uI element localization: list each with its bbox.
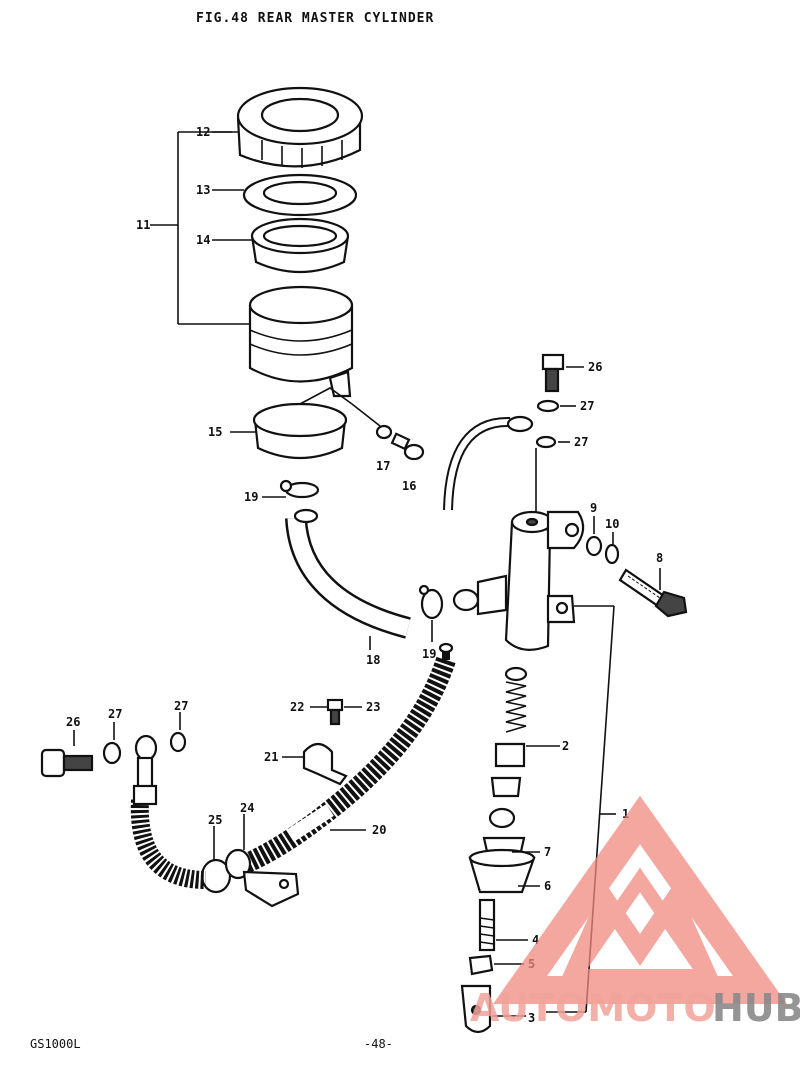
callout-27-upper-b: 27 xyxy=(574,435,588,449)
reservoir-holder-band xyxy=(252,387,353,460)
callout-19-lower: 19 xyxy=(422,647,436,661)
callout-8: 8 xyxy=(656,551,663,565)
callout-11: 11 xyxy=(136,218,150,232)
union-bolt-upper xyxy=(541,353,565,393)
callout-26-upper: 26 xyxy=(588,360,602,374)
lock-nut xyxy=(468,954,494,976)
reservoir-assembly-bracket xyxy=(150,131,252,325)
cap-plate xyxy=(242,173,358,217)
callout-23: 23 xyxy=(366,700,380,714)
model-code: GS1000L xyxy=(30,1037,81,1051)
union-bolt-lower xyxy=(40,748,94,778)
watermark-text-automoto: AUTOMOTO xyxy=(470,986,716,1030)
gasket-upper xyxy=(535,399,560,449)
piston-spring xyxy=(490,666,528,798)
cylinder-mounting-bolt xyxy=(618,568,688,618)
reservoir-cap xyxy=(236,86,364,168)
watermark-text-hub: HUB xyxy=(712,986,800,1030)
callout-9: 9 xyxy=(590,501,597,515)
hose-guide-clamp xyxy=(302,698,348,786)
watermark-logo xyxy=(492,795,788,1004)
reservoir-body xyxy=(248,285,354,398)
upper-brake-pipe xyxy=(443,415,534,511)
hose-clamp-lower xyxy=(418,584,444,620)
holder-bolt xyxy=(351,403,425,461)
diaphragm xyxy=(250,217,350,274)
callout-19-upper: 19 xyxy=(244,490,258,504)
callout-27-lower-b: 27 xyxy=(174,699,188,713)
callout-17: 17 xyxy=(376,459,390,473)
callout-10: 10 xyxy=(605,517,619,531)
callout-3: 3 xyxy=(528,1011,535,1025)
callout-22: 22 xyxy=(290,700,304,714)
piston-cup-and-boot xyxy=(468,807,536,894)
callout-2: 2 xyxy=(562,739,569,753)
cylinder-washers xyxy=(585,516,620,565)
callout-26-lower: 26 xyxy=(66,715,80,729)
page-number: -48- xyxy=(364,1037,393,1051)
figure-title: FIG.48 REAR MASTER CYLINDER xyxy=(196,11,434,26)
callout-13: 13 xyxy=(196,183,210,197)
callout-27-upper-a: 27 xyxy=(580,399,594,413)
hose-grommet-and-bracket xyxy=(200,814,300,908)
callout-7: 7 xyxy=(544,845,551,859)
clevis-joint xyxy=(460,984,492,1034)
callout-6: 6 xyxy=(544,879,551,893)
callout-18: 18 xyxy=(366,653,380,667)
callout-25: 25 xyxy=(208,813,222,827)
gasket-lower xyxy=(73,712,187,765)
callout-4: 4 xyxy=(532,933,539,947)
reservoir-hose xyxy=(285,508,411,639)
callout-21: 21 xyxy=(264,750,278,764)
master-cylinder-body xyxy=(452,448,585,651)
callout-20: 20 xyxy=(372,823,386,837)
brake-hose-lower xyxy=(236,642,456,876)
callout-14: 14 xyxy=(196,233,210,247)
callout-12: 12 xyxy=(196,125,210,139)
callout-1: 1 xyxy=(622,807,629,821)
callout-27-lower-a: 27 xyxy=(108,707,122,721)
callout-16: 16 xyxy=(402,479,416,493)
callout-24: 24 xyxy=(240,801,254,815)
push-rod xyxy=(478,898,496,952)
hose-clamp-upper xyxy=(279,479,320,499)
hose-lower-left-fitting xyxy=(130,734,207,889)
callout-15: 15 xyxy=(208,425,222,439)
